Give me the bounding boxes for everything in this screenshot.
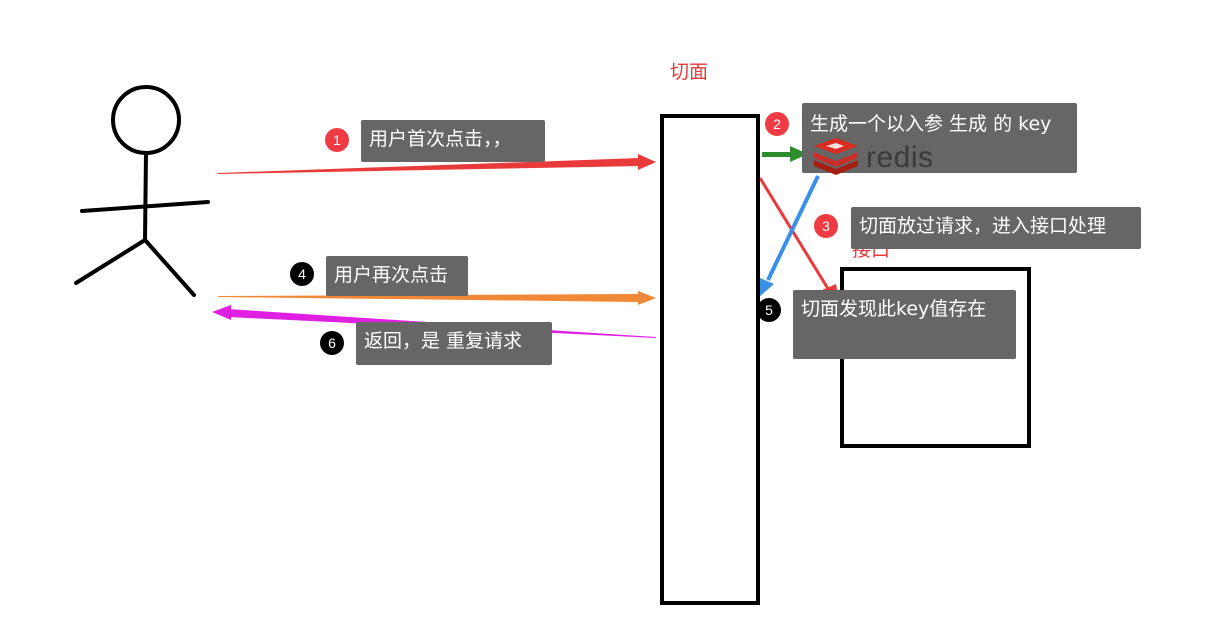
arrow-step-1 bbox=[218, 154, 656, 174]
redis-logo-icon bbox=[814, 138, 858, 175]
step-label-4: 用户再次点击 bbox=[326, 256, 468, 296]
step-badge-1: 1 bbox=[325, 128, 349, 152]
step-label-3: 切面放过请求，进入接口处理 bbox=[851, 207, 1141, 249]
step-label-1: 用户首次点击，， bbox=[361, 120, 545, 162]
redis-logo: redis bbox=[812, 138, 934, 178]
arrow-step-5 bbox=[758, 175, 820, 298]
step-text-2: 生成一个以入参 生成 的 key bbox=[810, 113, 1052, 135]
stick-figure-icon bbox=[74, 85, 210, 297]
step-label-6: 返回，是 重复请求 bbox=[356, 322, 552, 365]
arrow-step-2 bbox=[762, 146, 808, 162]
step-label-5: 切面发现此key值存在 bbox=[793, 290, 1016, 359]
redis-word: redis bbox=[866, 141, 934, 174]
step-badge-6: 6 bbox=[320, 331, 344, 355]
aspect-box bbox=[660, 114, 760, 605]
step-badge-2: 2 bbox=[765, 112, 789, 136]
step-badge-5: 5 bbox=[757, 298, 781, 322]
step-badge-3: 3 bbox=[814, 214, 838, 238]
step-badge-4: 4 bbox=[290, 262, 314, 286]
aspect-label: 切面 bbox=[670, 61, 709, 83]
arrow-step-3 bbox=[758, 177, 840, 306]
arrow-step-4 bbox=[218, 291, 656, 305]
